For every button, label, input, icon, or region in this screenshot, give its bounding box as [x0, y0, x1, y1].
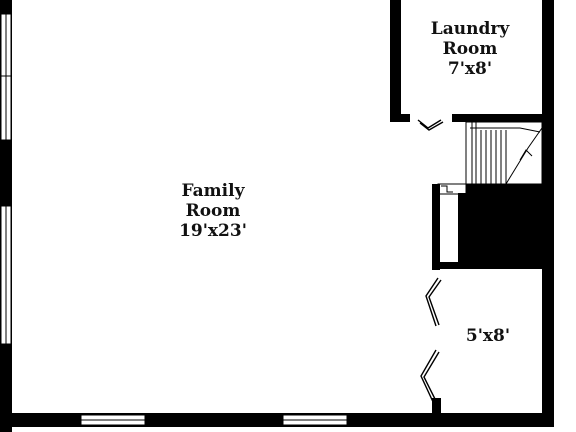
family-room-name-line1: Family: [181, 181, 245, 201]
stairs: [465, 121, 543, 185]
left-windows: [0, 13, 12, 345]
laundry-walls: [390, 0, 554, 122]
laundry-room-dimensions: 7'x8': [447, 59, 493, 79]
bottom-windows: [80, 414, 348, 426]
closet-doors: [420, 277, 442, 405]
laundry-bottom-wall-right: [452, 114, 554, 122]
small-door: [437, 183, 467, 195]
laundry-door: [417, 119, 444, 131]
utility-block: [432, 184, 546, 270]
right-wall: [542, 0, 554, 427]
closet-label: 5'x8': [448, 326, 528, 346]
laundry-room-name-line1: Laundry: [430, 19, 510, 39]
family-room-name-line2: Room: [185, 201, 241, 221]
closet-dimensions: 5'x8': [465, 326, 511, 346]
closet-wall-stub: [432, 398, 441, 415]
laundry-room-label: Laundry Room 7'x8': [410, 19, 530, 79]
laundry-bottom-wall-left: [390, 114, 410, 122]
family-room-dimensions: 19'x23': [179, 221, 247, 241]
family-room-label: Family Room 19'x23': [150, 181, 276, 241]
laundry-right-post: [545, 0, 554, 12]
laundry-room-name-line2: Room: [442, 39, 498, 59]
laundry-left-wall: [390, 0, 401, 122]
